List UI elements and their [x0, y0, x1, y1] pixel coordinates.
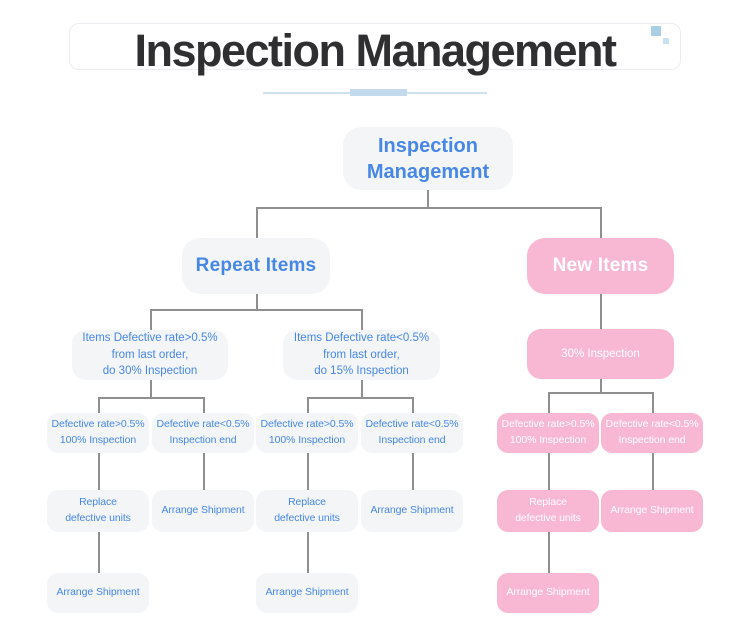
node-arrange-shipment: Arrange Shipment — [256, 573, 358, 613]
node-arrange-shipment: Arrange Shipment — [601, 490, 703, 532]
connector — [548, 532, 550, 573]
connector — [548, 392, 652, 394]
node-defect-high-100-inspection: Defective rate>0.5% 100% Inspection — [497, 413, 599, 453]
node-replace-defective-units: Replace defective units — [256, 490, 358, 532]
node-replace-defective-units: Replace defective units — [47, 490, 149, 532]
connector — [98, 397, 203, 399]
node-inspection-management: Inspection Management — [343, 127, 513, 190]
connector — [548, 392, 550, 413]
connector — [652, 392, 654, 413]
connector — [412, 397, 414, 413]
node-repeat-defective-low: Items Defective rate<0.5% from last orde… — [283, 330, 440, 380]
connector — [307, 397, 309, 413]
connector — [98, 453, 100, 490]
node-defect-high-100-inspection: Defective rate>0.5% 100% Inspection — [47, 413, 149, 453]
node-replace-defective-units: Replace defective units — [497, 490, 599, 532]
decor-square-small-icon — [663, 38, 669, 44]
connector — [307, 397, 412, 399]
node-defect-low-inspection-end: Defective rate<0.5% Inspection end — [152, 413, 254, 453]
connector — [361, 380, 363, 397]
title-card — [69, 23, 681, 70]
node-defect-low-inspection-end: Defective rate<0.5% Inspection end — [361, 413, 463, 453]
node-repeat-defective-high: Items Defective rate>0.5% from last orde… — [72, 330, 228, 380]
connector — [98, 397, 100, 413]
connector — [98, 532, 100, 573]
connector — [548, 453, 550, 490]
node-new-30-inspection: 30% Inspection — [527, 329, 674, 379]
node-defect-high-100-inspection: Defective rate>0.5% 100% Inspection — [256, 413, 358, 453]
connector — [150, 309, 152, 330]
node-defect-low-inspection-end: Defective rate<0.5% Inspection end — [601, 413, 703, 453]
connector — [600, 294, 602, 329]
title-underline-accent — [350, 89, 407, 96]
connector — [307, 453, 309, 490]
connector — [600, 207, 602, 238]
node-arrange-shipment: Arrange Shipment — [152, 490, 254, 532]
node-new-items: New Items — [527, 238, 674, 294]
node-arrange-shipment: Arrange Shipment — [47, 573, 149, 613]
connector — [150, 309, 361, 311]
connector — [150, 380, 152, 397]
connector — [412, 453, 414, 490]
decor-square-icon — [651, 26, 661, 36]
node-arrange-shipment: Arrange Shipment — [361, 490, 463, 532]
node-arrange-shipment: Arrange Shipment — [497, 573, 599, 613]
connector — [361, 309, 363, 330]
node-repeat-items: Repeat Items — [182, 238, 330, 294]
connector — [203, 397, 205, 413]
connector — [427, 190, 429, 207]
connector — [256, 207, 258, 238]
connector — [256, 207, 600, 209]
connector — [307, 532, 309, 573]
connector — [256, 294, 258, 309]
page-title: Inspection Management — [134, 25, 617, 76]
connector — [203, 453, 205, 490]
connector — [600, 379, 602, 392]
connector — [652, 453, 654, 490]
